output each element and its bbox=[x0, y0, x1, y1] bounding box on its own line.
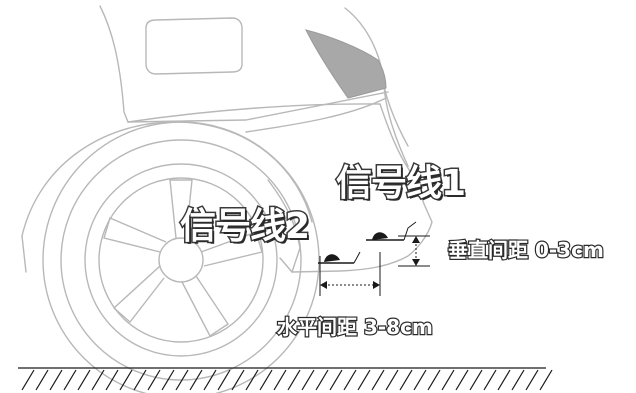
hatch-line bbox=[315, 369, 329, 391]
hatch-line bbox=[203, 369, 217, 391]
hatch-line bbox=[147, 369, 161, 391]
car-body-outline bbox=[21, 5, 433, 273]
horizontal-dimension bbox=[319, 252, 381, 296]
hatch-line bbox=[525, 369, 539, 391]
signal-line-2-sensor bbox=[318, 251, 361, 264]
hatch-line bbox=[217, 369, 231, 391]
vertical-gap-label: 垂直间距 0-3cm bbox=[447, 238, 605, 262]
hatch-line bbox=[427, 369, 441, 391]
hatch-line bbox=[21, 369, 35, 391]
hatch-line bbox=[105, 369, 119, 391]
signal-line-1-sensor bbox=[366, 221, 417, 241]
hatch-line bbox=[245, 369, 259, 391]
hatch-line bbox=[35, 369, 49, 391]
hatch-line bbox=[133, 369, 147, 391]
hatch-line bbox=[413, 369, 427, 391]
hatch-line bbox=[371, 369, 385, 391]
horizontal-gap-label: 水平间距 3-8cm bbox=[276, 315, 434, 339]
hatch-line bbox=[175, 369, 189, 391]
hatch-line bbox=[273, 369, 287, 391]
hatch-line bbox=[49, 369, 63, 391]
hatch-line bbox=[357, 369, 371, 391]
hatch-line bbox=[483, 369, 497, 391]
hatch-line bbox=[469, 369, 483, 391]
signal-line-2-label: 信号线2 bbox=[178, 206, 311, 247]
vertical-dimension bbox=[398, 235, 430, 267]
hatch-line bbox=[161, 369, 175, 391]
hatch-line bbox=[119, 369, 133, 391]
hatch-line bbox=[259, 369, 273, 391]
hatch-line bbox=[385, 369, 399, 391]
hatch-line bbox=[231, 369, 245, 391]
hatch-line bbox=[455, 369, 469, 391]
hatch-line bbox=[329, 369, 343, 391]
ground bbox=[18, 367, 553, 391]
hatch-line bbox=[301, 369, 315, 391]
signal-line-1-label: 信号线1 bbox=[334, 163, 467, 204]
tail-light-shading bbox=[305, 29, 387, 99]
hatch-line bbox=[343, 369, 357, 391]
ground-hatching bbox=[21, 369, 553, 391]
wheel-spokes bbox=[103, 179, 263, 338]
hatch-line bbox=[77, 369, 91, 391]
hatch-line bbox=[63, 369, 77, 391]
hatch-line bbox=[189, 369, 203, 391]
hatch-line bbox=[539, 369, 553, 391]
rear-wheel bbox=[42, 121, 320, 393]
hatch-line bbox=[399, 369, 413, 391]
hatch-line bbox=[441, 369, 455, 391]
hatch-line bbox=[497, 369, 511, 391]
hatch-line bbox=[287, 369, 301, 391]
hatch-line bbox=[91, 369, 105, 391]
hatch-line bbox=[511, 369, 525, 391]
